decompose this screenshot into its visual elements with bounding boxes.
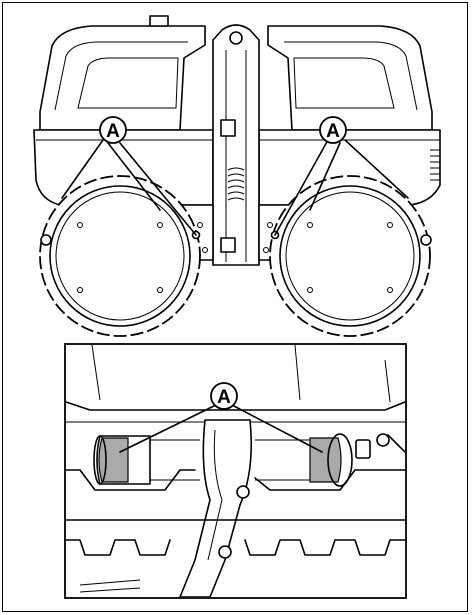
roller-side-view: A A: [33, 15, 441, 337]
right-drum: [269, 175, 432, 337]
left-hood: [39, 25, 206, 131]
center-joint: [212, 24, 260, 266]
callout-label: A: [217, 387, 231, 408]
callout-leaders-top: [61, 139, 409, 236]
lifting-eye: [229, 31, 243, 45]
detail-view: A: [64, 343, 407, 599]
fill-cap: [149, 15, 169, 27]
callout-label: A: [326, 121, 340, 142]
pivot-arm: [179, 419, 252, 597]
diagram-frame: [2, 2, 468, 612]
left-drum: [39, 175, 201, 337]
callout-leaders-bottom: [119, 404, 323, 453]
callout-a-top-right: A: [319, 116, 347, 144]
callout-a-top-left: A: [99, 116, 127, 144]
right-hood: [267, 25, 433, 131]
callout-a-bottom: A: [210, 382, 238, 410]
callout-label: A: [106, 121, 120, 142]
